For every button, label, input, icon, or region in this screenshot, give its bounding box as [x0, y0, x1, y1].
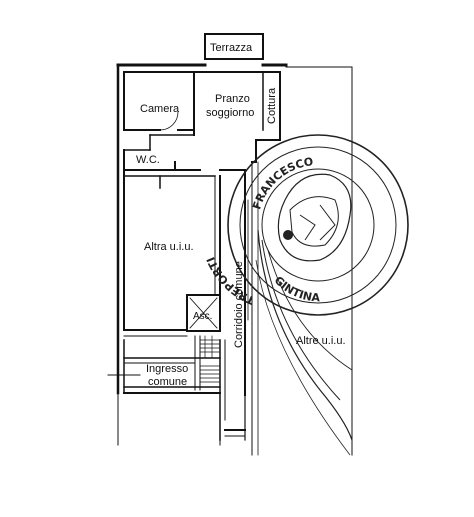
room-label-altre-uiu: Altre u.i.u. [296, 335, 346, 347]
room-label-pranzo-line1: Pranzo [215, 93, 250, 105]
room-label-camera: Camera [140, 103, 180, 115]
room-label-cottura: Cottura [266, 87, 278, 124]
notary-stamp [227, 134, 409, 456]
room-label-terrazza: Terrazza [210, 42, 253, 54]
stamp-bottom-text: GINTINA [272, 274, 321, 305]
svg-text:FRANCESCO: FRANCESCO [250, 155, 314, 211]
room-label-pranzo-line2: soggiorno [206, 107, 254, 119]
elevator-shaft [186, 294, 221, 332]
room-label-wc: W.C. [136, 154, 160, 166]
svg-text:GINTINA: GINTINA [272, 274, 321, 305]
room-label-ingresso-line1: Ingresso [146, 363, 188, 375]
room-label-altra-uiu: Altra u.i.u. [144, 241, 194, 253]
terrazza-wall [204, 33, 264, 60]
room-label-ingresso-line2: comune [148, 376, 187, 388]
stamp-top-text: FRANCESCO [250, 155, 314, 211]
room-label-corridoio: Corridoio comune [233, 261, 245, 348]
walls [107, 33, 353, 456]
room-label-asc: Asc. [193, 311, 212, 322]
